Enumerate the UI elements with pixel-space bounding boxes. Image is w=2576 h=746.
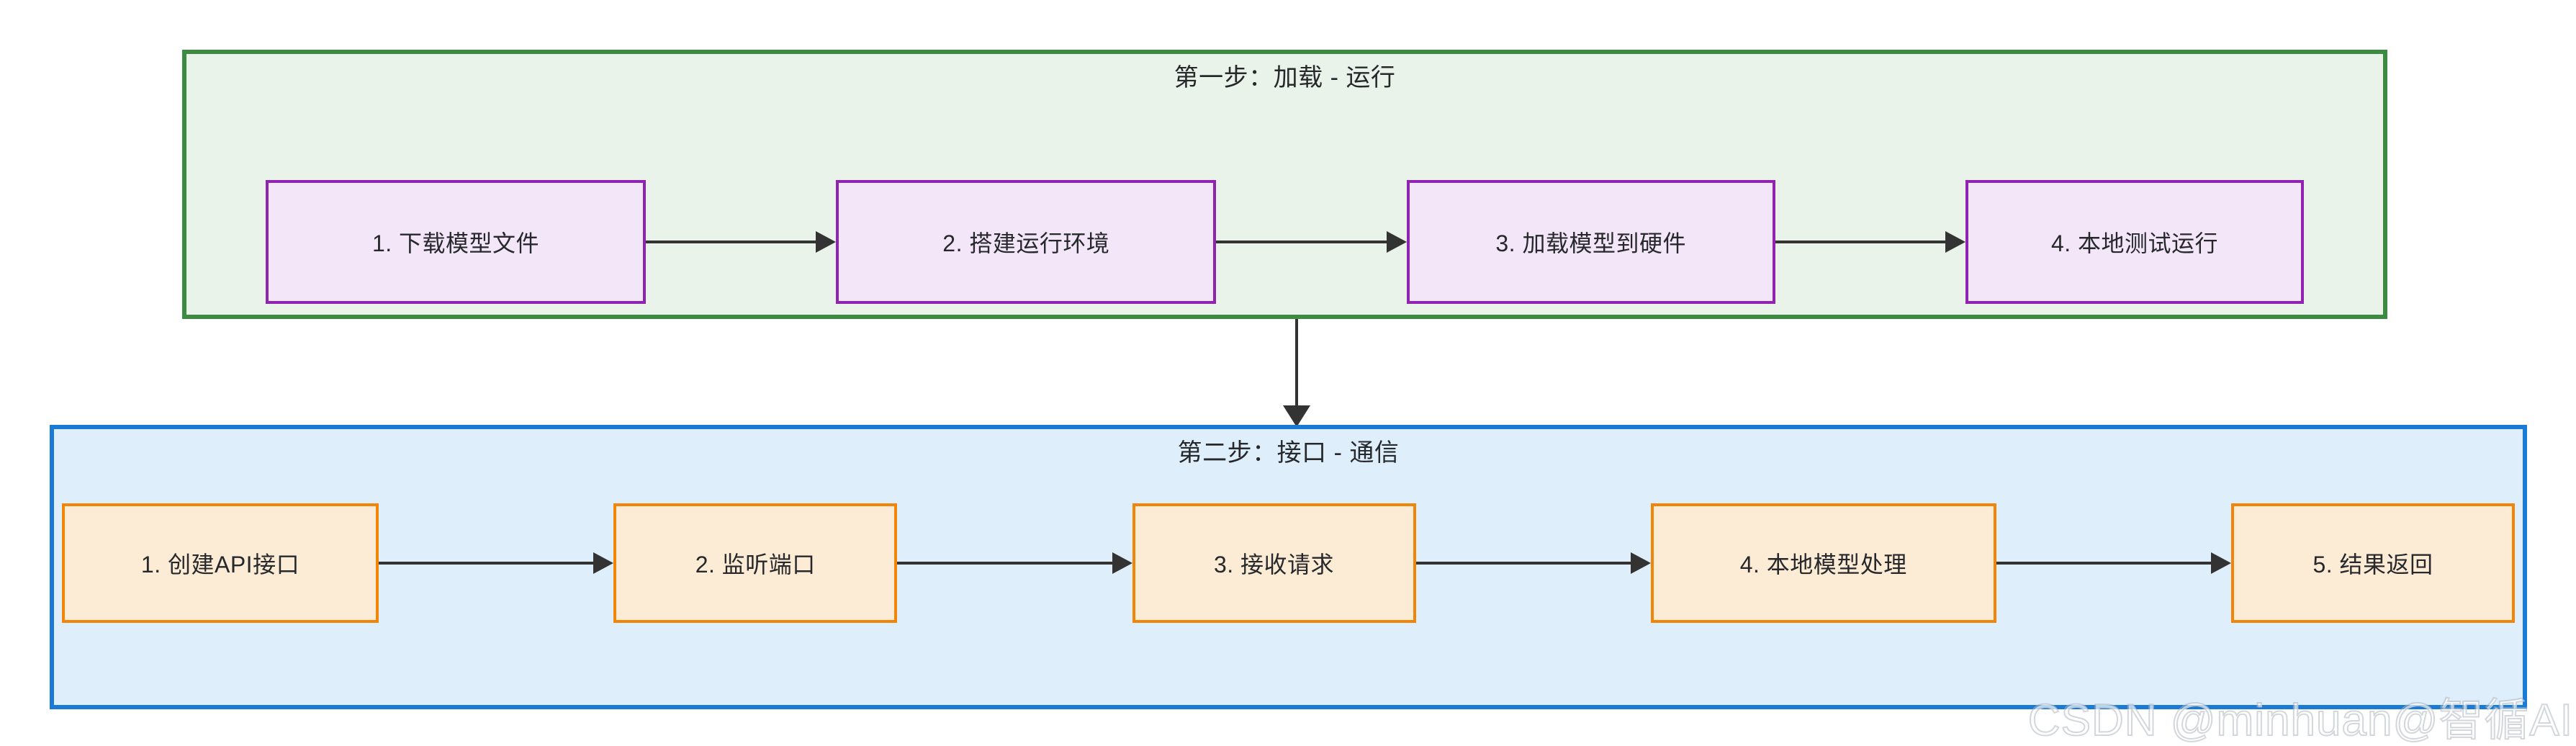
- node-local-model-processing[interactable]: 4. 本地模型处理: [1650, 503, 1996, 623]
- arrow-head-icon: [1630, 552, 1651, 574]
- arrow-head-icon: [1386, 231, 1407, 253]
- arrow-shaft: [379, 562, 595, 565]
- group-step-two-api-comm: 第二步：接口 - 通信 1. 创建API接口 2. 监听端口 3. 接收请求 4…: [50, 425, 2527, 709]
- group-step-one-node-row: 1. 下载模型文件 2. 搭建运行环境 3. 加载模型到硬件 4. 本地测试运行: [186, 180, 2383, 304]
- node-create-api-interface[interactable]: 1. 创建API接口: [62, 503, 379, 623]
- node-setup-runtime-environment[interactable]: 2. 搭建运行环境: [836, 180, 1217, 304]
- arrow-step1-1-to-2: [646, 231, 837, 253]
- group-step-two-title: 第二步：接口 - 通信: [1177, 439, 1400, 467]
- arrow-head-icon: [593, 552, 614, 574]
- arrow-shaft: [1216, 241, 1388, 243]
- arrow-step2-4-to-5: [1996, 552, 2231, 574]
- arrow-step2-2-to-3: [897, 552, 1132, 574]
- node-load-model-to-hardware[interactable]: 3. 加载模型到硬件: [1406, 180, 1775, 304]
- node-listen-port[interactable]: 2. 监听端口: [613, 503, 898, 623]
- arrow-head-icon: [1945, 231, 1965, 253]
- arrow-shaft: [1295, 319, 1298, 407]
- arrow-shaft: [1775, 241, 1947, 243]
- node-local-test-run[interactable]: 4. 本地测试运行: [1965, 180, 2304, 304]
- arrow-step-one-to-step-two: [1282, 319, 1311, 427]
- arrow-step2-3-to-4: [1415, 552, 1651, 574]
- arrow-step1-3-to-4: [1775, 231, 1965, 253]
- group-step-one-title: 第一步：加载 - 运行: [1174, 64, 1396, 91]
- group-step-two-node-row: 1. 创建API接口 2. 监听端口 3. 接收请求 4. 本地模型处理 5.: [54, 503, 2523, 623]
- node-receive-request[interactable]: 3. 接收请求: [1132, 503, 1416, 623]
- arrow-shaft: [1996, 562, 2212, 565]
- arrow-shaft: [897, 562, 1114, 565]
- arrow-head-icon: [816, 231, 837, 253]
- arrow-head-icon: [2211, 552, 2231, 574]
- node-download-model-file[interactable]: 1. 下载模型文件: [266, 180, 646, 304]
- node-return-result[interactable]: 5. 结果返回: [2231, 503, 2515, 623]
- arrow-head-icon: [1112, 552, 1132, 574]
- arrow-step1-2-to-3: [1216, 231, 1407, 253]
- arrow-head-down-icon: [1283, 405, 1310, 427]
- group-step-one-load-run: 第一步：加载 - 运行 1. 下载模型文件 2. 搭建运行环境 3. 加载模型到…: [182, 50, 2387, 319]
- arrow-shaft: [1415, 562, 1632, 565]
- arrow-step2-1-to-2: [379, 552, 614, 574]
- arrow-shaft: [646, 241, 818, 243]
